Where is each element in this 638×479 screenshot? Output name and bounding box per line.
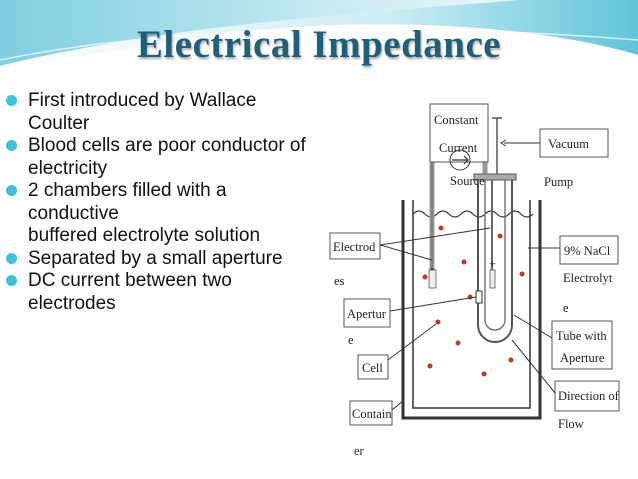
slide-title: Electrical Impedance	[136, 23, 502, 66]
aperture-label: Apertur	[347, 307, 387, 321]
plus-sign: +	[489, 256, 496, 271]
bullet-line: electrodes	[28, 292, 116, 314]
bullet-dot-icon	[6, 185, 17, 196]
vacuum-line	[492, 117, 502, 174]
tube-label: Tube with	[556, 329, 607, 343]
container-label: er	[354, 444, 365, 458]
nacl-box	[559, 235, 619, 265]
bullet-line: Coulter	[28, 112, 90, 134]
bullet-line: electricity	[28, 157, 108, 179]
direction-label: Flow	[558, 417, 584, 431]
nacl-label: 9% NaCl	[564, 244, 611, 258]
bullet-item: Separated by a small aperture	[6, 248, 356, 271]
coulter-diagram: Constant Current Source Vacuum Pump 9% N…	[329, 103, 620, 458]
tube-label: Aperture	[560, 351, 605, 365]
vacuum-box	[539, 128, 609, 158]
container-outline	[401, 200, 542, 420]
pump-label: Pump	[544, 175, 573, 189]
bullet-line: DC current between two	[28, 270, 232, 291]
nacl-label: e	[563, 301, 569, 315]
bullet-line: conductive	[28, 202, 119, 224]
constant-current-label: Source	[450, 174, 485, 188]
electrode-box	[329, 232, 381, 260]
minus-sign: -	[430, 260, 434, 275]
container-box	[349, 400, 393, 426]
bullet-line: Blood cells are poor conductor of	[28, 135, 306, 156]
aperture-box	[343, 298, 391, 328]
tube-box	[551, 320, 613, 370]
current-arrow-icon	[452, 155, 469, 165]
bullet-dot-icon	[6, 275, 17, 286]
bullet-line: Separated by a small aperture	[28, 247, 283, 269]
blood-cells	[422, 225, 525, 377]
direction-box	[554, 380, 620, 412]
bullet-dot-icon	[6, 252, 17, 264]
nacl-label: Electrolyt	[563, 271, 613, 285]
constant-current-box	[429, 103, 489, 163]
cell-box	[357, 354, 389, 380]
bullet-line: 2 chambers filled with a	[28, 180, 227, 201]
aperture-label: e	[348, 333, 354, 347]
electrode-label: es	[334, 274, 345, 288]
vacuum-label: Vacuum	[548, 137, 589, 151]
bullet-dot-icon	[6, 140, 17, 151]
aperture-tube	[477, 178, 513, 343]
bullet-dot-icon	[6, 95, 17, 106]
constant-current-label: Current	[439, 141, 478, 155]
container-label: Contain	[352, 407, 392, 421]
bullet-line: buffered electrolyte solution	[28, 225, 261, 246]
cell-label: Cell	[362, 361, 383, 375]
bullet-line: First introduced by Wallace	[28, 90, 257, 111]
direction-label: Direction of	[558, 389, 620, 403]
constant-current-label: Constant	[434, 113, 479, 127]
electrode-label: Electrod	[333, 240, 376, 254]
